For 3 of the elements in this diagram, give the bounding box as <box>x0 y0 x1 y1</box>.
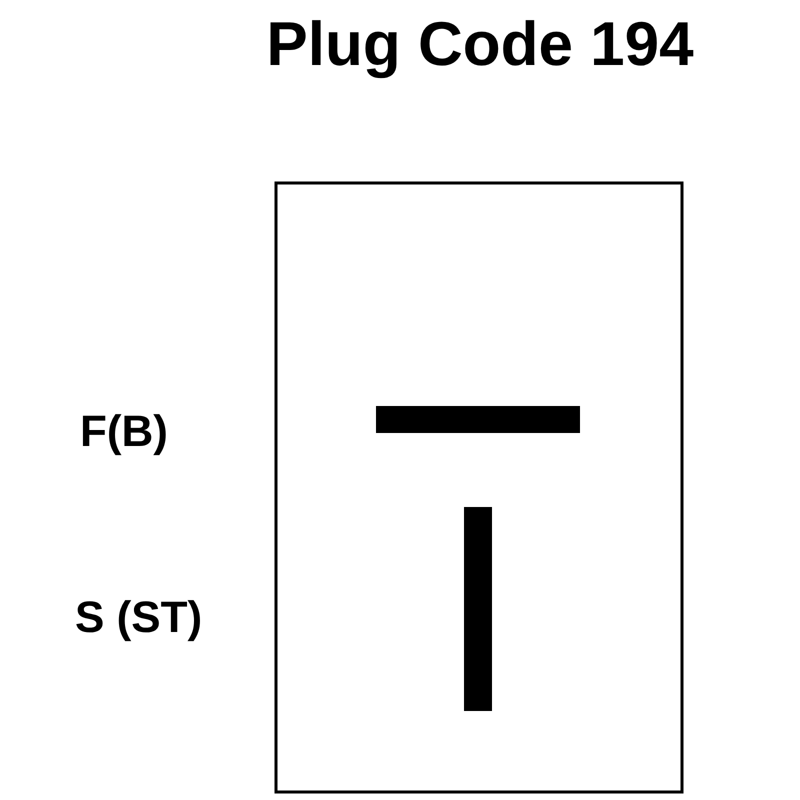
terminal-label: F(B) <box>80 410 168 454</box>
title: Plug Code 194 <box>266 14 694 76</box>
terminal-label: S (ST) <box>75 596 202 640</box>
